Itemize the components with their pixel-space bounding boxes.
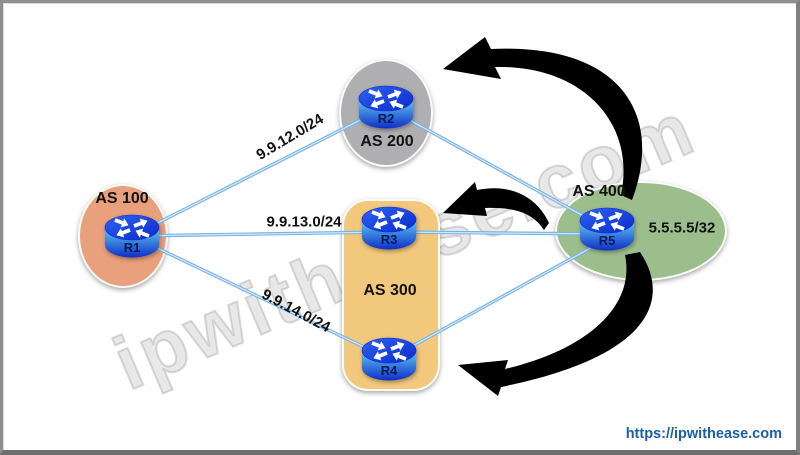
as-300-label: AS 300 [363, 282, 417, 299]
router-r2-label: R2 [377, 111, 395, 126]
router-r1-label: R1 [123, 240, 141, 255]
subnet-label-r1-r2: 9.9.12.0/24 [253, 110, 327, 164]
as-200-label: AS 200 [360, 133, 414, 150]
router-r3[interactable]: R3 [357, 204, 421, 254]
router-r1[interactable]: R1 [100, 212, 164, 262]
router-r3-label: R3 [380, 232, 398, 247]
subnet-label-r1-r4: 9.9.14.0/24 [258, 285, 334, 337]
subnet-label-r1-r3: 9.9.13.0/24 [266, 213, 342, 231]
as-400-label: AS 400 [572, 183, 626, 200]
curved-arrow-r5-to-r2-icon [443, 37, 643, 200]
router-r4[interactable]: R4 [357, 335, 421, 385]
curved-arrow-r5-to-r3-icon [443, 182, 549, 230]
footer-site-link[interactable]: https://ipwithease.com [625, 426, 782, 442]
router-r5[interactable]: R5 [575, 205, 639, 255]
as-100-label: AS 100 [95, 190, 149, 207]
router-r5-label: R5 [598, 233, 616, 248]
router-r4-label: R4 [380, 363, 398, 378]
router-r2[interactable]: R2 [354, 83, 418, 133]
r5-loopback-annotation: 5.5.5.5/32 [648, 219, 716, 237]
